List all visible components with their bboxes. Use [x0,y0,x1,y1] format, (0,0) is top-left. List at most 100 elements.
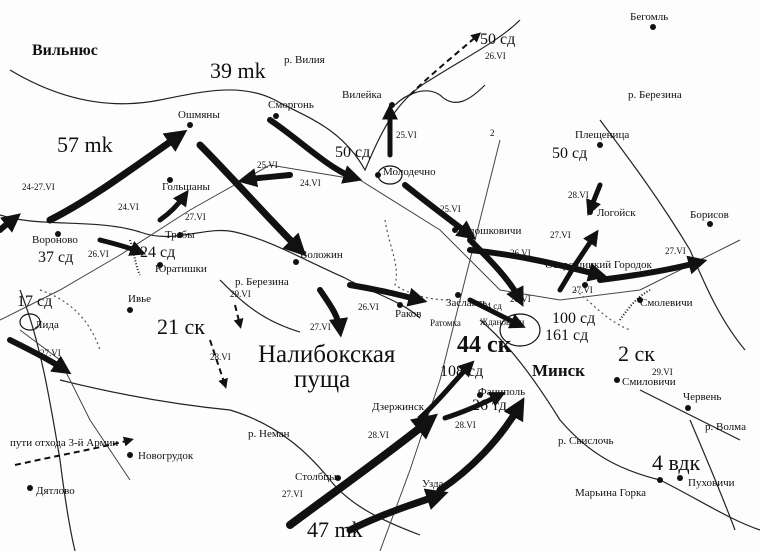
dot-volozhin [293,259,299,265]
label-vilnius: Вильнюс [32,42,98,59]
label-river-berezina-n: р. Березина [628,89,682,101]
arrow-berezina-small [233,304,244,329]
defense-lines [129,239,651,321]
city-dots [27,24,713,496]
line-2 [379,139,501,551]
unit-17sd: 17 сд [17,293,52,310]
dot-stolbtsy [335,475,341,481]
river-neman [59,379,421,536]
dot-rakov [397,302,403,308]
unit-39mk: 39 mk [210,58,266,83]
date-d23: 28.VI [368,430,389,440]
label-cherven: Червень [683,391,721,403]
arrow-21sk-south [209,339,228,389]
dot-zaslavl [455,292,461,298]
arrow-berezina-down [317,287,348,338]
unit-24sd: 24 сд [140,244,175,261]
unit-50sd-north: 50 сд [480,31,515,48]
label-ivye: Ивье [128,293,151,305]
label-traby: Трабы [165,229,195,241]
arrow-to-fanipol [442,392,506,421]
label-borisov: Борисов [690,209,729,221]
dot-fanipol [477,392,483,398]
date-d4: 25.VI [257,160,278,170]
river-berezina-w [0,214,421,319]
label-zhdanovichi: Ждановичи [480,317,525,327]
dot-borisov [707,221,713,227]
label-ostroshitsky: Острошицкий Городок [545,259,653,271]
arrow-retreat-legend [14,436,134,466]
label-vileyka: Вилейка [342,89,382,101]
road-lida [19,329,131,481]
arrow-to-uzda [346,488,449,534]
dot-begoml [650,24,656,30]
unit-57mk: 57 mk [57,132,113,157]
arrow-to-logoysk [557,229,599,293]
date-d6: 24.VI [118,202,139,212]
date-d22: 28.VI [455,420,476,430]
dot-smolevichi [637,297,643,303]
arrow-lida [7,337,72,375]
dot-vileyka [389,102,395,108]
legend-retreat: пути отхода 3-й Армии [10,437,118,449]
forest-line2: пуща [294,366,350,393]
date-d24: 27.VI [282,489,303,499]
dot-dyatlovo [27,485,33,491]
arrow-zaslavl-minsk [467,297,526,329]
dot-uzda [437,490,443,496]
unit-100sd: 100 сд [552,310,595,327]
arrows-layer [0,103,708,534]
date-d15: 29.VI [230,289,251,299]
date-d14: 27.VI [572,285,593,295]
date-d3: 24.VI [300,178,321,188]
label-oshmyany: Ошмяны [178,109,220,121]
label-lida: Лида [35,319,59,331]
dot-smilovichi [614,377,620,383]
dot-novogrudok [127,452,133,458]
dot-dzerzhinsk [422,412,428,418]
arrow-molodechno-radoshkovichi [402,182,477,240]
date-d17: 28.VI [510,294,531,304]
unit-161sd: 161 сд [545,327,588,344]
unit-4vdk: 4 вдк [652,450,701,475]
dot-oshmyany [187,122,193,128]
dot-logoysk [587,209,593,215]
label-rakov: Раков [395,308,421,320]
label-dzerzhinsk: Дзержинск [372,401,425,413]
dot-golshany [167,177,173,183]
label-fanipol: Фаниполь [478,386,525,398]
river-berezina-branch [219,279,301,333]
river-lida [19,289,76,551]
arrow-57mk [46,129,188,224]
unit-26td: 26 тд [472,397,507,414]
label-voronovo: Вороново [32,234,78,246]
label-radoshkovichi: Радошковичи [458,225,521,237]
unit-44sk: 44 ск [457,332,512,358]
arrow-west-25vi [237,168,293,188]
line-marker: 2 [490,128,495,138]
dot-ivye [127,307,133,313]
river-volma [639,389,741,441]
arrow-47mk-dzerzhinsk [286,413,438,529]
unit-64sd: 64 сд [482,301,502,311]
label-molodechno: Молодечно [383,166,436,178]
dot-pleshchenitsa [597,142,603,148]
label-maryina-gorka: Марьина Горка [575,487,646,499]
forest-line1: Налибокская [258,341,396,368]
arrow-to-ostroshitsky [467,247,608,282]
label-stolbtsy: Столбцы [295,471,337,483]
label-volozhin: Воложин [300,249,343,261]
date-d16: 26.VI [358,302,379,312]
dot-traby [177,232,183,238]
date-d13: 27.VI [665,246,686,256]
dot-pukhovichi [677,475,683,481]
unit-37sd: 37 сд [38,249,73,266]
date-d10: 26.VI [510,248,531,258]
label-smilovichi: Смиловичи [622,376,676,388]
date-d19: 28.VI [210,352,231,362]
date-d7: 27.VI [185,212,206,222]
arrow-to-zaslavl [347,282,428,307]
date-d1: 26.VI [485,51,506,61]
